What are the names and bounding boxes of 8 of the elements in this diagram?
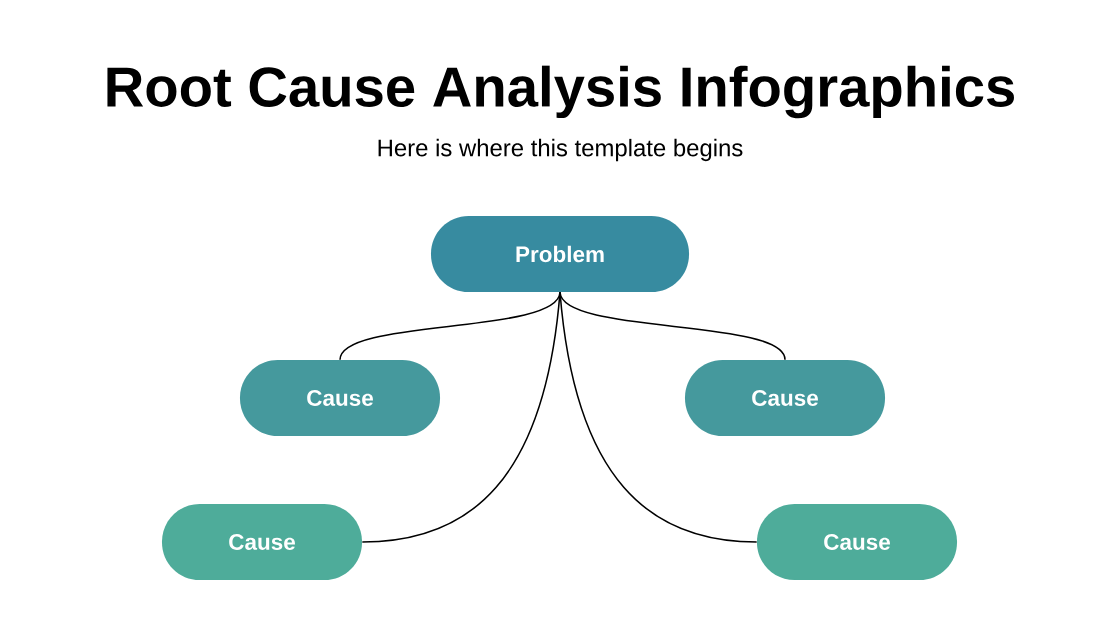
connector-line <box>559 291 758 543</box>
subtitle: Here is where this template begins <box>378 138 743 162</box>
pill-box: Cause <box>162 504 363 580</box>
pill-box: Problem <box>430 216 690 292</box>
pill-box: Cause <box>685 360 886 436</box>
title: Root Cause Analysis Infographics <box>107 65 1014 119</box>
pill-box: Cause <box>240 360 441 436</box>
pill-box: Cause <box>757 504 958 580</box>
